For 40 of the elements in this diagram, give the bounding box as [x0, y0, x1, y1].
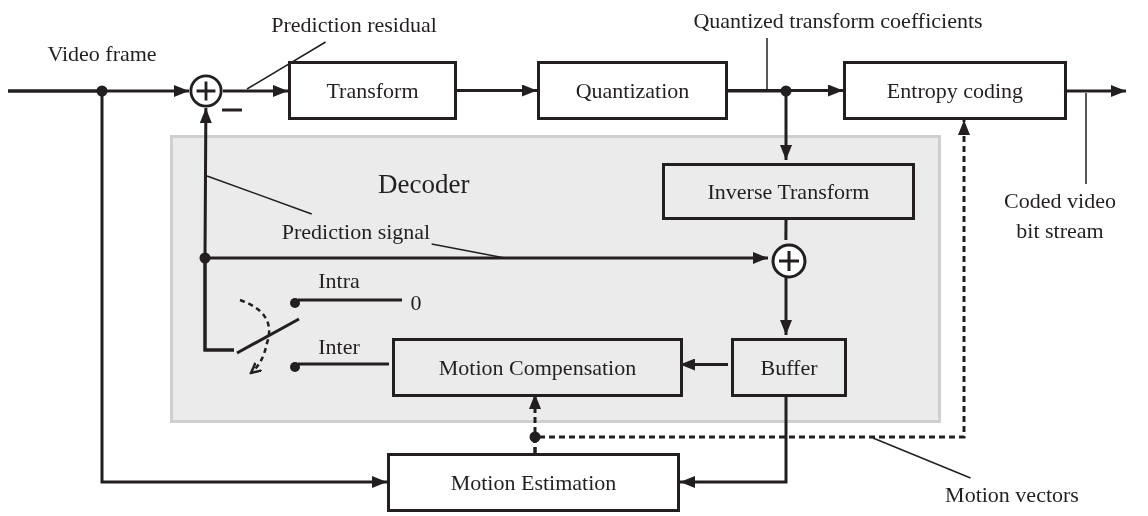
arrow: [203, 252, 768, 352]
arrow: [1067, 85, 1126, 97]
process-box: Motion Estimation: [387, 453, 680, 512]
leader-line: [1085, 92, 1087, 185]
arrow: [728, 89, 792, 160]
process-box: Buffer: [731, 338, 847, 397]
arrow: [780, 276, 792, 335]
process-box: Motion Compensation: [392, 338, 683, 397]
edge-label: Video frame: [46, 39, 158, 68]
group-title: Decoder: [378, 168, 470, 201]
leader-line: [430, 243, 506, 259]
process-box: Inverse Transform: [662, 163, 915, 220]
connector-line: [298, 298, 402, 302]
leader-line: [246, 41, 327, 90]
leader-line: [766, 37, 768, 90]
arrow: [728, 84, 843, 97]
annotation-text: Quantized transform coefficients: [690, 4, 986, 38]
connector-line: [784, 217, 788, 240]
arrow: [533, 120, 970, 453]
annotation-text: Prediction signal: [253, 217, 459, 247]
annotation-text: 0: [405, 289, 427, 317]
connector-line: [298, 362, 389, 366]
arrow: [680, 358, 728, 371]
process-box: Entropy coding: [843, 61, 1067, 120]
annotation-text: Motion vectors: [924, 478, 1100, 512]
edge-label: Intra: [317, 266, 361, 294]
summing-junction: [771, 243, 807, 279]
leader-line: [206, 175, 313, 215]
arrow: [223, 85, 288, 97]
arrow: [680, 394, 788, 488]
arrow: [457, 84, 537, 97]
process-box: Quantization: [537, 61, 728, 120]
summing-junction: [189, 74, 223, 108]
edge-label: Inter: [317, 332, 361, 360]
annotation-text: Prediction residual: [262, 8, 446, 42]
decoder-panel: [170, 135, 941, 423]
leader-line: [872, 437, 972, 479]
arrow: [8, 89, 387, 488]
annotation-text: Coded video bit stream: [995, 184, 1125, 248]
process-box: Transform: [288, 61, 457, 120]
